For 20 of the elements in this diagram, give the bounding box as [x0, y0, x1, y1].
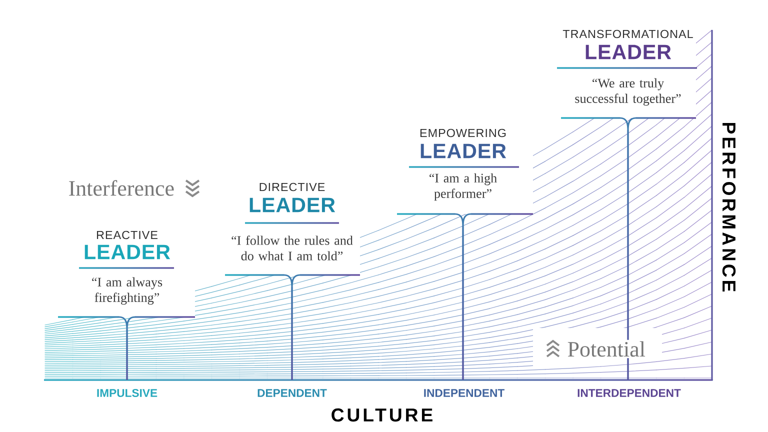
- quote-text: “I follow the rules and do what I am told”: [232, 236, 353, 260]
- leader-title: LEADER: [250, 198, 336, 212]
- quote-text: “We are truly successful together”: [575, 78, 681, 106]
- stage-label: INDEPENDENT: [424, 389, 504, 397]
- level-heading: TRANSFORMATIONAL: [562, 30, 693, 38]
- stage-label: DEPENDENT: [258, 389, 327, 397]
- stage-label: INTERDEPENDENT: [578, 389, 681, 397]
- level-heading: DIRECTIVE: [260, 182, 325, 192]
- leader-title: LEADER: [420, 144, 506, 158]
- leader-title: LEADER: [586, 44, 672, 60]
- axis-title: CULTURE: [332, 408, 432, 422]
- annotation-label: Interference: [69, 180, 174, 196]
- stage-label: IMPULSIVE: [97, 389, 158, 397]
- leader-title: LEADER: [84, 244, 170, 260]
- annotation-label: Potential: [565, 340, 648, 358]
- level-heading: REACTIVE: [97, 230, 158, 240]
- level-heading: EMPOWERING: [420, 128, 506, 138]
- axis-title: PERFORMANCE: [722, 123, 736, 292]
- quote-text: “I am a high performer”: [430, 173, 497, 201]
- quote-text: “I am always firefighting”: [92, 277, 162, 305]
